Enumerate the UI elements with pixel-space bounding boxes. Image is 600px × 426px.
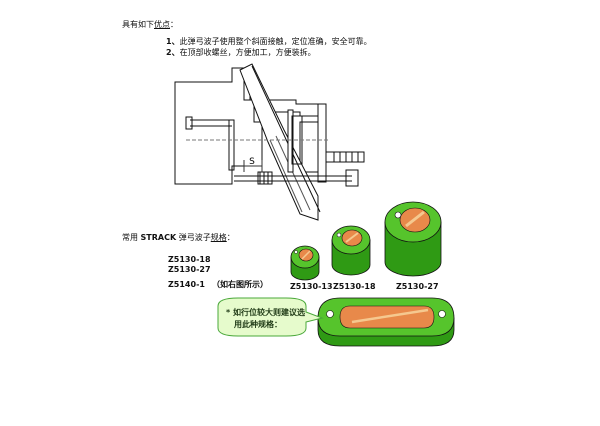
callout-line-1: * 如行位较大则建议选 — [226, 308, 305, 318]
rod-upper — [190, 119, 232, 127]
part-z5130-13 — [290, 245, 320, 281]
bottom-nut — [257, 171, 273, 185]
spec-note: （如右图所示） — [212, 280, 268, 289]
spec-heading-middle: 弹弓波子 — [176, 233, 211, 242]
part-z5140-1 — [317, 297, 455, 347]
slide-upper-line — [262, 111, 318, 117]
callout-line-2: 用此种规格： — [234, 320, 282, 329]
spec-heading-underlined: 规格 — [210, 233, 227, 242]
spec-heading-brand: STRACK — [140, 233, 177, 242]
thread-nut — [345, 169, 359, 187]
technical-drawing: S — [174, 63, 365, 221]
dim-line — [243, 160, 263, 172]
pin-mid — [287, 109, 294, 173]
intro-underlined: 优点 — [154, 20, 170, 29]
spec-heading-suffix: ： — [226, 233, 235, 242]
part-z5130-27 — [384, 201, 442, 277]
advantage-item-1: 1、此弹弓波子使用整个斜面接触，定位准确，安全可靠。 — [166, 37, 372, 47]
spec-heading: 常用 STRACK 弹弓波子规格： — [122, 233, 235, 243]
part-label-1: Z5130-13 — [290, 282, 333, 291]
rod-lower — [234, 175, 352, 182]
thread-lines — [333, 152, 359, 162]
callout-text-1: 如行位较大则建议选 — [232, 308, 305, 317]
advantage-num: 2、 — [166, 48, 180, 57]
spec-heading-prefix: 常用 — [122, 233, 141, 242]
bottom-nut-lines — [259, 172, 269, 184]
dim-label: S — [249, 157, 255, 167]
part-label-3: Z5130-27 — [396, 282, 439, 291]
advantage-num: 1、 — [166, 37, 180, 46]
thread-end — [325, 151, 365, 163]
advantage-item-2: 2、在顶部收螺丝，方便加工，方便装拆。 — [166, 48, 316, 58]
intro-suffix: ： — [170, 20, 178, 29]
callout-mark: * — [226, 308, 231, 317]
part-z5130-18 — [331, 225, 371, 276]
part-label-2: Z5130-18 — [333, 282, 376, 291]
pin-left — [228, 119, 235, 171]
advantage-text: 此弹弓波子使用整个斜面接触，定位准确，安全可靠。 — [179, 37, 372, 46]
intro-line: 具有如下优点： — [122, 20, 178, 30]
advantage-text: 在顶部收螺丝，方便加工，方便装拆。 — [179, 48, 316, 57]
screw-head-left — [185, 116, 193, 130]
spec-code-3: Z5140-1 — [168, 280, 205, 289]
right-block-inner — [299, 121, 319, 173]
callout-bubble — [217, 297, 324, 337]
housing-outline — [174, 67, 263, 185]
spec-code-1: Z5130-18 — [168, 255, 211, 264]
spec-code-2: Z5130-27 — [168, 265, 211, 274]
intro-prefix: 具有如下 — [122, 20, 154, 29]
